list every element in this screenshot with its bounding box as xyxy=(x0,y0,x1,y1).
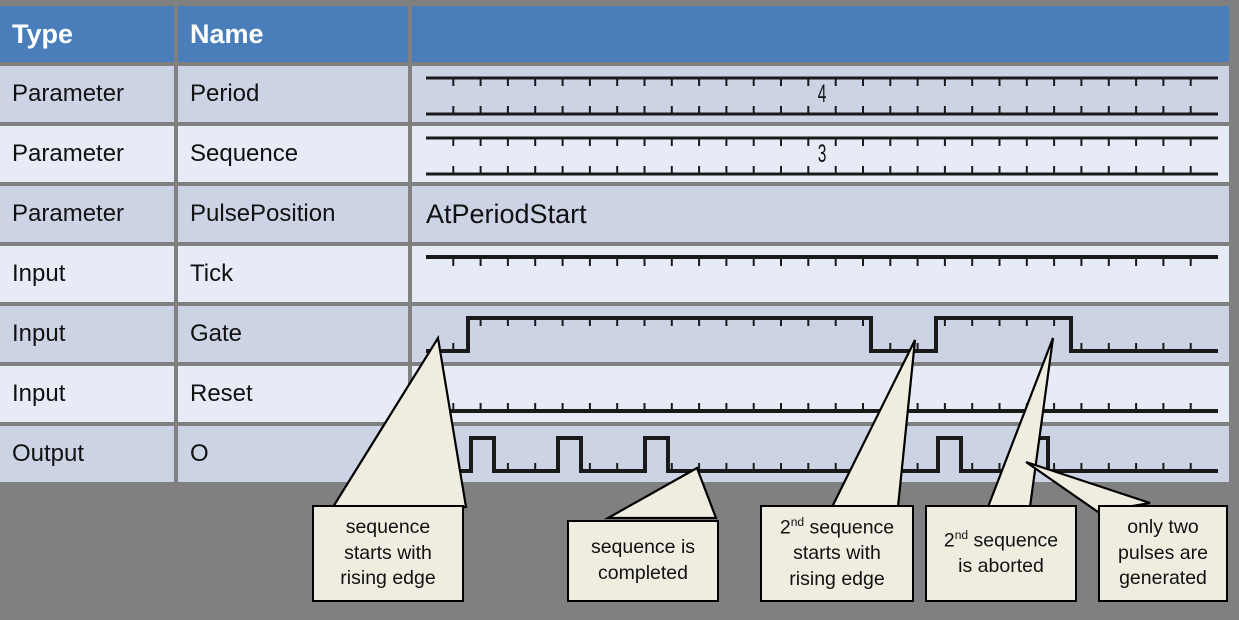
table-header-row: Type Name xyxy=(0,6,1229,62)
cell-name-tick: Tick xyxy=(178,246,408,302)
table-row-output[interactable]: Output O xyxy=(0,426,1229,482)
bus-value-sequence: 3 xyxy=(818,140,827,168)
cell-type-pulseposition: Parameter xyxy=(0,186,174,242)
table-row-sequence[interactable]: Parameter Sequence 3 xyxy=(0,126,1229,182)
cell-wave-sequence: 3 xyxy=(412,126,1229,182)
cell-name-pulseposition: PulsePosition xyxy=(178,186,408,242)
header-cell-waveform xyxy=(412,6,1229,62)
table-row-reset[interactable]: Input Reset xyxy=(0,366,1229,422)
waveform-period: 4 xyxy=(412,66,1229,122)
table-row-pulseposition[interactable]: Parameter PulsePosition AtPeriodStart xyxy=(0,186,1229,242)
callout-tail-2 xyxy=(603,466,718,520)
cell-name-gate: Gate xyxy=(178,306,408,362)
cell-type-tick: Input xyxy=(0,246,174,302)
cell-type-reset: Input xyxy=(0,366,174,422)
table-row-gate[interactable]: Input Gate xyxy=(0,306,1229,362)
table-row-period[interactable]: Parameter Period 4 xyxy=(0,66,1229,122)
header-cell-name: Name xyxy=(178,6,408,62)
cell-name-sequence: Sequence xyxy=(178,126,408,182)
cell-wave-pulseposition: AtPeriodStart xyxy=(412,186,1229,242)
cell-name-period: Period xyxy=(178,66,408,122)
cell-wave-period: 4 xyxy=(412,66,1229,122)
header-cell-type: Type xyxy=(0,6,174,62)
cell-wave-reset xyxy=(412,366,1229,422)
cell-wave-tick xyxy=(412,246,1229,302)
callout-tail-3 xyxy=(830,339,917,509)
callout-tail-4 xyxy=(986,337,1055,509)
waveform-tick xyxy=(412,246,1229,302)
cell-type-period: Parameter xyxy=(0,66,174,122)
table-row-tick[interactable]: Input Tick xyxy=(0,246,1229,302)
cell-name-reset: Reset xyxy=(178,366,408,422)
bus-value-period: 4 xyxy=(818,80,827,108)
waveform-gate xyxy=(412,306,1229,362)
cell-type-gate: Input xyxy=(0,306,174,362)
cell-wave-gate xyxy=(412,306,1229,362)
cell-type-sequence: Parameter xyxy=(0,126,174,182)
cell-type-output: Output xyxy=(0,426,174,482)
callout-tail-1 xyxy=(331,334,468,509)
waveform-sequence: 3 xyxy=(412,126,1229,182)
cell-wave-output xyxy=(412,426,1229,482)
